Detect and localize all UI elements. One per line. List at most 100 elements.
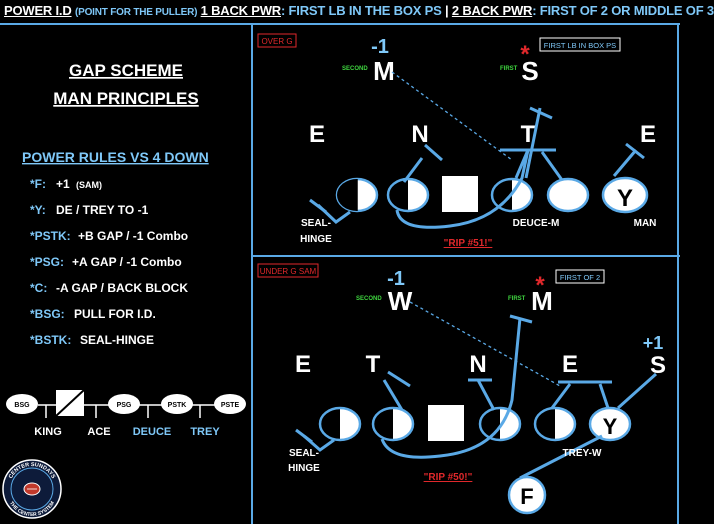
te-y-label: Y	[617, 185, 633, 212]
diagram-canvas: GAP SCHEME MAN PRINCIPLES POWER RULES VS…	[0, 23, 680, 524]
callout-text: FIRST OF 2	[560, 273, 600, 282]
one-back-rule: : FIRST LB IN THE BOX PS	[281, 3, 442, 18]
node-pstk-label: PSTK	[168, 402, 187, 409]
ol-center	[442, 176, 478, 212]
heading-man-principles: MAN PRINCIPLES	[53, 89, 198, 108]
rule-text: -A GAP / BACK BLOCK	[56, 281, 188, 295]
node-pstk	[161, 394, 193, 414]
rule-text: +1	[56, 177, 70, 191]
label-seal: SEAL-	[289, 448, 319, 459]
play-title: POWER I.D	[4, 3, 72, 18]
rule-note: (SAM)	[76, 180, 102, 190]
rule-text: PULL FOR I.D.	[74, 307, 156, 321]
key-asterisk: *	[520, 41, 530, 68]
te-y: Y	[588, 406, 632, 442]
header-separator: |	[445, 3, 449, 18]
lb-label: SECOND	[342, 66, 368, 72]
rule-pos: *Y:	[30, 203, 46, 217]
callout-box	[555, 269, 605, 284]
te-y: Y	[601, 176, 649, 214]
rules-list: *F: +1 (SAM) *Y: DE / TREY TO -1 *PSTK: …	[30, 177, 188, 347]
two-back-label: 2 BACK PWR	[451, 3, 533, 18]
one-back-label: 1 BACK PWR	[200, 3, 282, 18]
lb-number: -1	[371, 36, 389, 58]
ol-bsg	[386, 177, 430, 213]
rule-pos: *PSG:	[30, 255, 64, 269]
play-tag: OVER G	[261, 37, 292, 46]
play-diagram-top: OVER G FIRST LB IN BOX PS -1 M SECOND * …	[257, 33, 657, 249]
label-deuce-m: DEUCE-M	[513, 218, 560, 229]
dl-e: E	[640, 121, 656, 148]
key-asterisk: *	[535, 272, 545, 299]
dl-e: E	[562, 351, 578, 378]
lb-label: FIRST	[508, 296, 526, 302]
rule-text: SEAL-HINGE	[80, 333, 154, 347]
lb-number: -1	[387, 268, 405, 290]
ol-pstk	[533, 406, 577, 442]
node-pste-label: PSTE	[221, 402, 240, 409]
lb-s: S	[521, 56, 538, 86]
s-number: +1	[643, 333, 664, 353]
ol-pstk	[546, 177, 590, 213]
callout-box	[539, 37, 621, 52]
rule-text: +B GAP / -1 Combo	[78, 229, 188, 243]
label-ace: ACE	[87, 426, 110, 438]
lb-label: SECOND	[356, 296, 382, 302]
play-subtitle: (POINT FOR THE PULLER)	[74, 7, 198, 18]
block-lines	[309, 106, 645, 229]
fullback-f-label: F	[520, 484, 533, 509]
callout-text: FIRST LB IN BOX PS	[544, 41, 616, 50]
rule-pos: *BSG:	[30, 307, 65, 321]
tag-box	[257, 263, 319, 278]
block-lines	[295, 314, 658, 480]
pull-path	[391, 71, 513, 161]
label-trey: TREY	[190, 426, 220, 438]
dl-e: E	[295, 351, 311, 378]
rule-text: DE / TREY TO -1	[56, 203, 149, 217]
label-man: MAN	[634, 218, 657, 229]
lb-label: FIRST	[500, 66, 518, 72]
label-hinge: HINGE	[300, 234, 332, 245]
safety-s: S	[650, 352, 666, 379]
rules-title: POWER RULES VS 4 DOWN	[22, 149, 209, 165]
center-sundays-logo: CENTER SUNDAYS THE CENTER SYSTEM	[2, 459, 62, 519]
node-psg	[108, 394, 140, 414]
lb-w: W	[388, 286, 413, 316]
line-diagram: BSG PSG PSTK PSTE KING ACE DEUCE TREY	[6, 389, 246, 438]
te-y-label: Y	[603, 414, 618, 439]
pull-path	[409, 301, 561, 387]
rule-pos: *C:	[30, 281, 47, 295]
node-pste	[214, 394, 246, 414]
lb-m: M	[373, 56, 395, 86]
rule-pos: *PSTK:	[30, 229, 71, 243]
node-bsg	[6, 394, 38, 414]
two-back-rule: : FIRST OF 2 OR MIDDLE OF 3	[532, 3, 714, 18]
page-header: POWER I.D (POINT FOR THE PULLER) 1 BACK …	[4, 3, 714, 18]
label-trey-w: TREY-W	[563, 448, 602, 459]
dl-n: N	[469, 351, 486, 378]
fullback-f: F	[507, 475, 547, 515]
rule-pos: *BSTK:	[30, 333, 71, 347]
rule-text: +A GAP / -1 Combo	[72, 255, 182, 269]
heading-gap-scheme: GAP SCHEME	[69, 61, 183, 80]
ol-bsg	[371, 406, 415, 442]
tag-box	[257, 33, 297, 48]
ol-bstk	[335, 177, 379, 213]
dl-n: N	[411, 121, 428, 148]
node-psg-label: PSG	[117, 402, 132, 409]
label-deuce: DEUCE	[133, 426, 172, 438]
ol-psg	[478, 406, 522, 442]
lb-m: M	[531, 286, 553, 316]
node-bsg-label: BSG	[14, 402, 30, 409]
label-seal: SEAL-	[301, 218, 331, 229]
label-hinge: HINGE	[288, 463, 320, 474]
rule-pos: *F:	[30, 177, 46, 191]
ol-bstk	[318, 406, 362, 442]
ol-center	[428, 405, 464, 441]
label-king: KING	[34, 426, 62, 438]
play-diagram-bottom: UNDER G SAM FIRST OF 2 -1 W SECOND * M F…	[257, 263, 666, 515]
dl-t: T	[366, 351, 381, 378]
dl-e: E	[309, 121, 325, 148]
play-call: "RIP #51!"	[444, 238, 493, 249]
play-tag: UNDER G SAM	[260, 267, 317, 276]
